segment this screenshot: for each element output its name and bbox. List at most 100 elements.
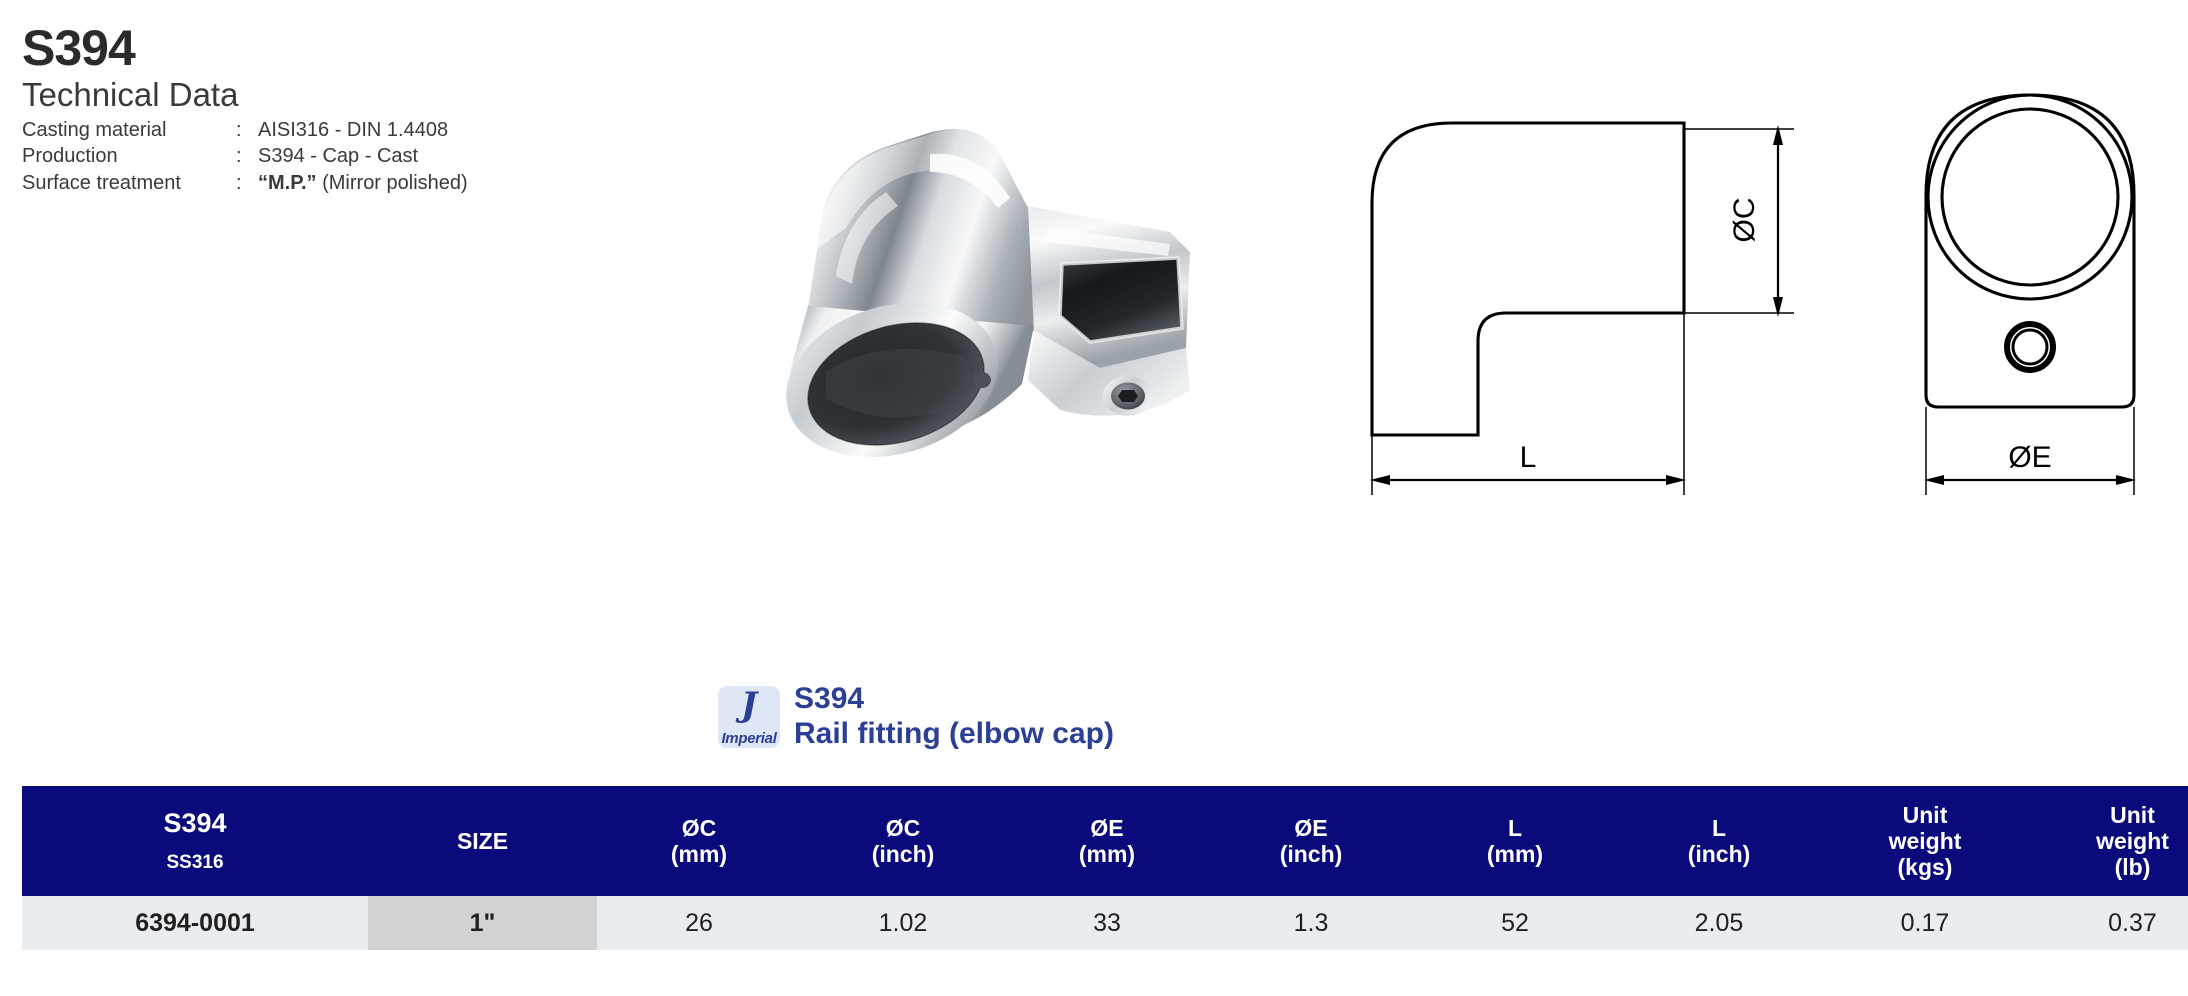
cell-size: 1" bbox=[368, 896, 597, 950]
side-view-svg: ØC L bbox=[1370, 121, 1794, 495]
section-heading: Technical Data bbox=[22, 76, 239, 113]
table-header-l-inch-symbol: L bbox=[1711, 814, 1727, 841]
technical-drawing-plan-view: ØE bbox=[1900, 75, 2188, 525]
oc-arrow-top bbox=[1773, 125, 1783, 145]
table-header-l-inch: L (inch) bbox=[1617, 786, 1821, 896]
table-header-weight-lb-line1: Unit bbox=[2110, 801, 2155, 828]
spec-value: “M.P.” (Mirror polished) bbox=[258, 170, 642, 196]
table-header-size-label: SIZE bbox=[456, 827, 509, 854]
table-header-oe-mm-symbol: ØE bbox=[1090, 814, 1124, 841]
oe-arrow-right bbox=[2116, 475, 2136, 485]
arm-recess bbox=[1060, 258, 1182, 342]
spec-row-surface-treatment: Surface treatment : “M.P.” (Mirror polis… bbox=[22, 170, 642, 196]
table-header-weight-kgs-line2: weight bbox=[1888, 827, 1962, 854]
table-header-oe-inch: ØE (inch) bbox=[1209, 786, 1413, 896]
bore-edge bbox=[807, 322, 985, 446]
table-header-l-mm-unit: (mm) bbox=[1486, 841, 1544, 867]
spec-value-emphasis: “M.P.” bbox=[258, 171, 317, 194]
cell-oc-mm: 26 bbox=[597, 896, 801, 950]
set-screw-hex-icon bbox=[1118, 390, 1138, 402]
brand-product-name: Rail fitting (elbow cap) bbox=[794, 716, 1114, 750]
table-header-oc-inch-symbol: ØC bbox=[885, 814, 921, 841]
table-body: 6394-0001 1" 26 1.02 33 1.3 52 2.05 0.17… bbox=[22, 896, 2188, 950]
cell-l-mm: 52 bbox=[1413, 896, 1617, 950]
table-header-oc-inch-unit: (inch) bbox=[871, 841, 935, 867]
arm-recess-rim bbox=[1058, 256, 1184, 344]
table-header-weight-kgs-line3: (kgs) bbox=[1897, 854, 1953, 881]
table-header-weight-kgs-line1: Unit bbox=[1902, 801, 1948, 828]
spec-colon: : bbox=[236, 171, 242, 194]
table-header-product-material: SS316 bbox=[166, 852, 224, 874]
page-title: S394 bbox=[22, 20, 136, 76]
spec-value: S394 - Cap - Cast bbox=[258, 145, 419, 168]
cell-oe-inch: 1.3 bbox=[1209, 896, 1413, 950]
plan-body-outline bbox=[1924, 93, 2136, 409]
specular-highlight-arm bbox=[1046, 228, 1170, 256]
spec-colon: : bbox=[236, 145, 242, 168]
l-arrow-left bbox=[1370, 475, 1390, 485]
brand-monogram: J bbox=[740, 685, 758, 725]
oe-arrow-left bbox=[1924, 475, 1944, 485]
spec-row-casting-material: Casting material : AISI316 - DIN 1.4408 bbox=[22, 117, 642, 143]
table-header-product-code: S394 bbox=[163, 808, 227, 839]
spec-value: AISI316 - DIN 1.4408 bbox=[258, 118, 449, 141]
brand-word: Imperial bbox=[721, 729, 777, 747]
table-header-oe-inch-symbol: ØE bbox=[1294, 814, 1328, 841]
table-header-l-inch-unit: (inch) bbox=[1687, 841, 1751, 867]
table-header-row: S394 SS316 SIZE ØC (mm) ØC (inch) ØE (mm… bbox=[22, 786, 2188, 896]
plan-inner-circle bbox=[1940, 107, 2120, 287]
brand-text-block: S394 Rail fitting (elbow cap) bbox=[794, 682, 1114, 752]
bore-opening bbox=[808, 322, 984, 446]
table-header-product: S394 SS316 bbox=[22, 786, 368, 896]
table-header-weight-lb: Unit weight (lb) bbox=[2029, 786, 2188, 896]
oc-arrow-bottom bbox=[1773, 297, 1783, 317]
plan-outer-circle bbox=[1926, 93, 2134, 301]
table-header-l-mm-symbol: L bbox=[1507, 814, 1523, 841]
plan-view-svg: ØE bbox=[1924, 93, 2136, 495]
product-photo-render bbox=[786, 129, 1190, 458]
table-row: 6394-0001 1" 26 1.02 33 1.3 52 2.05 0.17… bbox=[22, 896, 2188, 950]
table-header-weight-lb-line3: (lb) bbox=[2114, 854, 2151, 881]
cell-oe-mm: 33 bbox=[1005, 896, 1209, 950]
table-header-oc-inch: ØC (inch) bbox=[801, 786, 1005, 896]
product-photo bbox=[630, 80, 1290, 500]
table-header-weight-kgs: Unit weight (kgs) bbox=[1821, 786, 2029, 896]
spec-value-tail: (Mirror polished) bbox=[316, 171, 468, 194]
specification-table: S394 SS316 SIZE ØC (mm) ØC (inch) ØE (mm… bbox=[22, 786, 2188, 950]
brand-product-code: S394 bbox=[794, 682, 865, 715]
elbow-shoulder-highlight bbox=[816, 130, 1030, 250]
table-header-oe-inch-unit: (inch) bbox=[1279, 841, 1343, 867]
specular-highlight-left bbox=[836, 192, 898, 284]
plan-set-screw-hole bbox=[2004, 321, 2056, 373]
table-header-size: SIZE bbox=[368, 786, 597, 896]
elbow-outline bbox=[1370, 121, 1686, 437]
cell-product-code: 6394-0001 bbox=[22, 896, 368, 950]
brand-title-line: J Imperial S394 Rail fitting (elbow cap) bbox=[718, 682, 1114, 752]
spec-row-production: Production : S394 - Cap - Cast bbox=[22, 143, 642, 169]
spec-label: Casting material bbox=[22, 118, 167, 141]
spec-colon: : bbox=[236, 118, 242, 141]
table-header-oc-mm-unit: (mm) bbox=[670, 841, 728, 867]
table-header-oc-mm: ØC (mm) bbox=[597, 786, 801, 896]
secondary-screw bbox=[973, 372, 991, 388]
cell-oc-inch: 1.02 bbox=[801, 896, 1005, 950]
table-header-oc-mm-symbol: ØC bbox=[681, 814, 717, 841]
specular-highlight-top bbox=[930, 153, 1010, 208]
technical-data-block: S394 Technical Data Casting material : A… bbox=[22, 22, 642, 196]
cell-weight-kgs: 0.17 bbox=[1821, 896, 2029, 950]
cell-weight-lb: 0.37 bbox=[2029, 896, 2188, 950]
imperial-logo-icon: J Imperial bbox=[718, 685, 780, 748]
bore-sheen bbox=[826, 348, 972, 418]
cell-l-inch: 2.05 bbox=[1617, 896, 1821, 950]
table-header-oe-mm: ØE (mm) bbox=[1005, 786, 1209, 896]
spec-label: Production bbox=[22, 145, 118, 168]
l-dimension-label: L bbox=[1520, 441, 1537, 474]
spec-label: Surface treatment bbox=[22, 171, 181, 194]
l-arrow-right bbox=[1666, 475, 1686, 485]
oe-dimension-label: ØE bbox=[2008, 441, 2051, 474]
table-header-weight-lb-line2: weight bbox=[2096, 827, 2169, 854]
table-header-oe-mm-unit: (mm) bbox=[1078, 841, 1136, 867]
oc-dimension-label: ØC bbox=[1728, 198, 1761, 243]
table-header-l-mm: L (mm) bbox=[1413, 786, 1617, 896]
table-header: S394 SS316 SIZE ØC (mm) ØC (inch) ØE (mm… bbox=[22, 786, 2188, 896]
